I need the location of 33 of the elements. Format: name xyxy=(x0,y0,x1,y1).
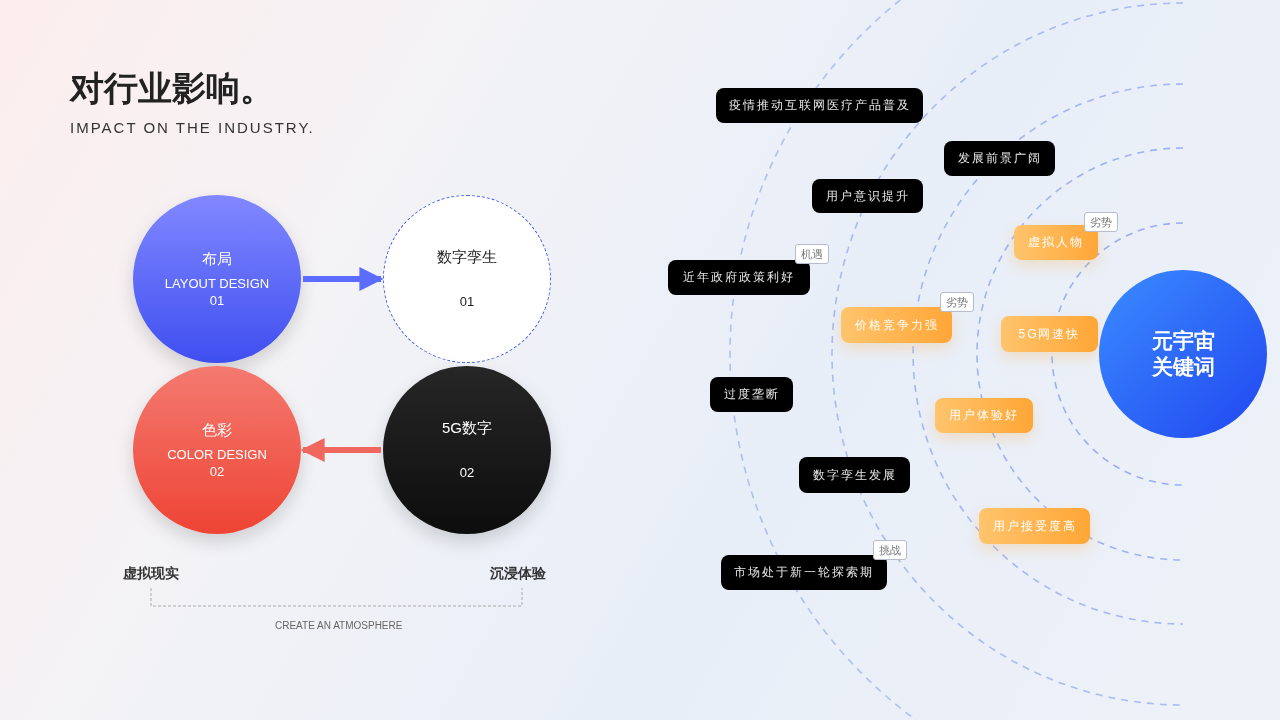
keyword-tag: 用户意识提升 xyxy=(812,179,923,213)
circle-subtitle: COLOR DESIGN xyxy=(167,445,267,463)
circle-heading: 布局 xyxy=(202,249,232,269)
category-badge: 劣势 xyxy=(1084,212,1118,232)
bracket-label: 沉浸体验 xyxy=(490,565,546,583)
keyword-tag: 价格竞争力强 xyxy=(841,307,952,343)
category-badge: 挑战 xyxy=(873,540,907,560)
title: 对行业影响。 xyxy=(70,68,274,109)
circle-number: 01 xyxy=(209,291,225,309)
circle-heading: 5G数字 xyxy=(442,419,492,438)
keyword-tag: 疫情推动互联网医疗产品普及 xyxy=(716,88,923,123)
category-badge: 机遇 xyxy=(795,244,829,264)
keyword-tag: 5G网速快 xyxy=(1001,316,1098,352)
circle-number: 01 xyxy=(459,293,475,310)
keyword-tag: 过度垄断 xyxy=(710,377,793,412)
keyword-tag: 发展前景广阔 xyxy=(944,141,1055,176)
arrow xyxy=(300,438,381,462)
keyword-tag: 近年政府政策利好 xyxy=(668,260,810,295)
keyword-tag: 用户体验好 xyxy=(935,398,1033,433)
caption-text: CREATE AN ATMOSPHERE xyxy=(275,620,403,631)
hub-title: 元宇宙关键词 xyxy=(1150,328,1216,380)
keyword-tag: 市场处于新一轮探索期 xyxy=(721,555,887,590)
circle-heading: 色彩 xyxy=(202,420,232,440)
category-badge: 劣势 xyxy=(940,292,974,312)
circle-subtitle: LAYOUT DESIGN xyxy=(164,274,270,292)
subtitle: IMPACT ON THE INDUSTRY. xyxy=(70,119,315,136)
circle-heading: 数字孪生 xyxy=(437,248,497,267)
keyword-tag: 用户接受度高 xyxy=(979,508,1090,544)
bracket-label: 虚拟现实 xyxy=(123,565,179,583)
keyword-tag: 数字孪生发展 xyxy=(799,457,910,493)
arrow xyxy=(303,267,384,291)
circle-number: 02 xyxy=(209,462,225,480)
circle-number: 02 xyxy=(459,464,475,481)
